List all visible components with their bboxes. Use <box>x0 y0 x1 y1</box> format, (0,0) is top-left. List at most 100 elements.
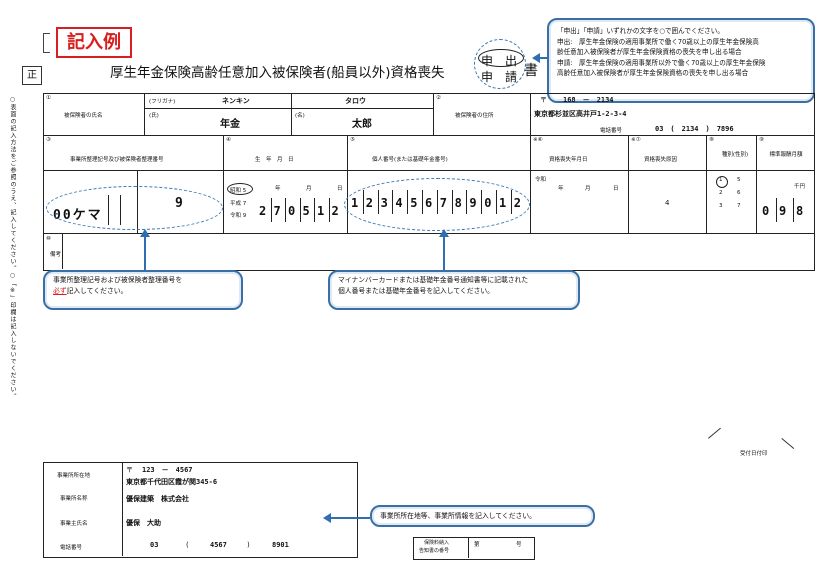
salary-digit-separator <box>776 198 777 222</box>
office-phone-area: 03 <box>150 541 159 549</box>
kind-option-6: 7 <box>737 203 741 209</box>
title-choice-ellipse <box>474 39 526 89</box>
office-name: 優保建築 株式会社 <box>126 495 189 503</box>
num-1: ① <box>46 95 51 101</box>
birth-label: 生 年 月 日 <box>255 157 294 163</box>
office-code-label: 事業所整理記号及び被保険者整理番号 <box>70 157 164 163</box>
birth-digit-4: 5 <box>302 204 310 218</box>
notice-label-1: 保険料納入 <box>424 540 450 546</box>
salary-digit-3: 8 <box>796 204 804 218</box>
mynumber-callout-line2: 個人番号または基礎年金番号を記入してください。 <box>338 287 494 295</box>
pension-label: 個人番号(または基礎年金番号) <box>372 157 448 163</box>
notice-label-2: 告知書の番号 <box>419 548 450 554</box>
era-showa-circle <box>227 183 253 195</box>
bottom-callout: 事業所所在地等、事業所情報を記入してください。 <box>370 505 595 527</box>
corner-mark <box>43 33 50 53</box>
notice-dai: 第 <box>474 542 480 548</box>
example-badge: 記入例 <box>56 27 132 58</box>
top-callout-line: 「申出」「申請」いずれかの文字を○で囲んでください。 <box>557 27 724 35</box>
birth-digit-separator <box>328 198 330 222</box>
loss-hi: 日 <box>613 186 619 192</box>
kind-option-3: 2 <box>719 190 723 196</box>
top-callout-line: 申出: 厚生年金保険の適用事業所で働く70歳以上の厚生年金保険高 <box>557 37 759 46</box>
era-heisei: 平成 7 <box>230 201 247 207</box>
notice-go: 号 <box>516 542 522 548</box>
mynumber-callout-arrow-head <box>439 229 449 237</box>
example-badge-text: 記入例 <box>67 32 121 53</box>
office-postal: 123 － 4567 <box>142 466 193 474</box>
top-callout-line: 申請: 厚生年金保険の適用事業所以外で働く70歳以上の厚生年金保険 <box>557 58 766 67</box>
phone-label: 電話番号 <box>600 128 623 134</box>
furigana-label: (フリガナ) <box>149 99 176 105</box>
office-phone-close: ) <box>247 541 250 549</box>
num-8: ⑧ <box>709 137 714 143</box>
top-callout: 「申出」「申請」いずれかの文字を○で囲んでください。 申出: 厚生年金保険の適用… <box>547 18 815 103</box>
office-owner: 優保 大助 <box>126 519 161 527</box>
remarks-label: 備考 <box>50 252 62 258</box>
office-code-ellipse <box>46 186 223 230</box>
num-2: ② <box>436 95 441 101</box>
birth-digit-3: 0 <box>288 204 296 218</box>
postal-code: 168 － 2134 <box>563 96 614 104</box>
bottom-callout-arrow <box>330 517 370 519</box>
num-4: ④ <box>226 137 231 143</box>
stamp-label: 受付日付印 <box>740 451 768 457</box>
birth-digit-2: 7 <box>273 204 281 218</box>
top-callout-arrow-shaft <box>538 57 548 59</box>
office-phone-open: ( <box>186 541 189 549</box>
office-callout-must: 必ず <box>53 287 67 295</box>
office-postal-mark: 〒 <box>126 466 133 474</box>
address: 東京都杉並区高井戸1-2-3-4 <box>534 110 627 118</box>
salary-digit-1: 0 <box>762 204 770 218</box>
birth-tsuki: 月 <box>306 186 312 192</box>
notice-box <box>413 537 535 560</box>
last-name: 年金 <box>220 119 240 130</box>
office-callout-arrow-head <box>140 229 150 237</box>
office-phone-label: 電話番号 <box>60 545 83 551</box>
loss-nen: 年 <box>558 186 564 192</box>
form-title: 厚生年金保険高齢任意加入被保険者(船員以外)資格喪失 <box>110 65 445 81</box>
birth-digit-5: 1 <box>317 204 325 218</box>
kind-option-4: 6 <box>737 190 741 196</box>
loss-date-label: 資格喪失年月日 <box>549 157 588 163</box>
top-callout-arrow <box>532 53 540 63</box>
num-7: ※⑦ <box>631 137 641 143</box>
salary-label: 標準報酬月額 <box>769 152 803 158</box>
birth-digit-separator <box>314 198 315 222</box>
postal-mark: 〒 <box>540 96 547 104</box>
office-owner-label: 事業主氏名 <box>60 521 88 527</box>
num-9: ⑨ <box>759 137 764 143</box>
birth-hi: 日 <box>337 186 343 192</box>
office-phone-last: 8901 <box>272 541 289 549</box>
stamp-corner-left <box>708 427 732 452</box>
birth-digit-1: 2 <box>259 204 267 218</box>
birth-nen: 年 <box>275 186 281 192</box>
birth-digit-6: 2 <box>331 204 339 218</box>
sei-box: 正 <box>22 66 42 85</box>
num-3: ③ <box>46 137 51 143</box>
left-vertical-note: ○表面の記入方法をご参照のうえ、記入してください。○「※」印欄は記入しないでくだ… <box>9 96 16 400</box>
bottom-callout-arrow-head <box>323 513 331 523</box>
office-code-callout: 事業所整理記号および被保険者整理番号を 必ず記入してください。 <box>43 270 243 310</box>
office-name-label: 事業所名称 <box>60 496 88 502</box>
salary-digit-separator <box>793 198 794 222</box>
top-callout-line: 齢任意加入被保険者が厚生年金保険資格の喪失を申し出る場合 <box>557 48 742 56</box>
remarks-num: ⑩ <box>46 236 51 242</box>
kind-label: 種別(性別) <box>721 152 749 158</box>
birth-digit-separator <box>285 198 286 222</box>
sei-text: 正 <box>27 70 37 81</box>
address-label: 被保険者の住所 <box>455 113 494 119</box>
birth-digit-separator <box>270 198 272 222</box>
mynumber-callout: マイナンバーカードまたは基礎年金番号通知書等に記載された 個人番号または基礎年金… <box>328 270 580 310</box>
office-address-label: 事業所所在地 <box>57 473 91 479</box>
shi-label: (氏) <box>149 113 159 119</box>
bottom-callout-text: 事業所所在地等、事業所情報を記入してください。 <box>380 512 536 520</box>
loss-reason: 4 <box>665 199 670 207</box>
first-name: 太郎 <box>352 119 372 130</box>
office-address: 東京都千代田区霞が関345-6 <box>126 478 218 486</box>
office-callout-line2: 記入してください。 <box>66 287 128 295</box>
kind-option-2: 5 <box>737 177 741 183</box>
office-phone-mid: 4567 <box>210 541 227 549</box>
num-5: ⑤ <box>350 137 355 143</box>
birth-digit-separator <box>299 198 301 222</box>
